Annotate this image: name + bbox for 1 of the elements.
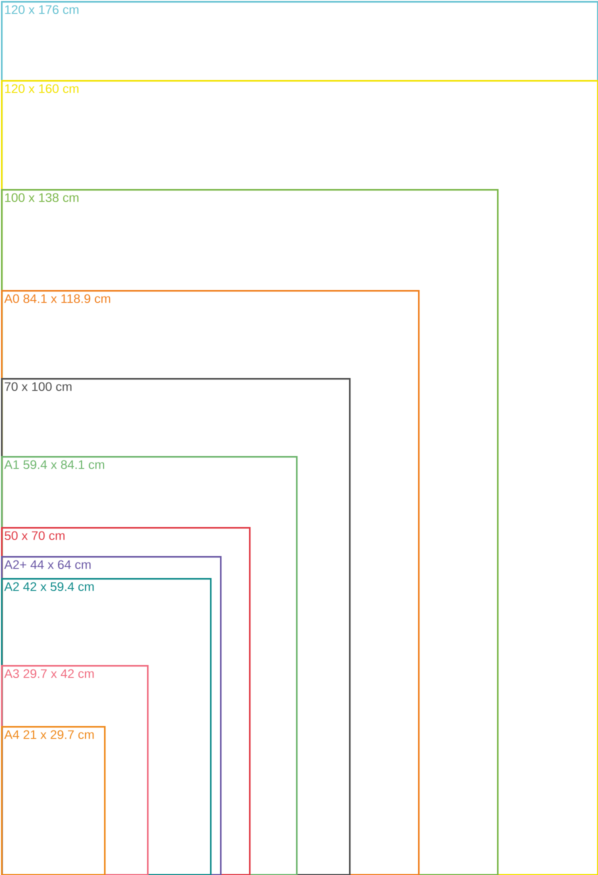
size-frame: A4 21 x 29.7 cm (1, 726, 106, 875)
